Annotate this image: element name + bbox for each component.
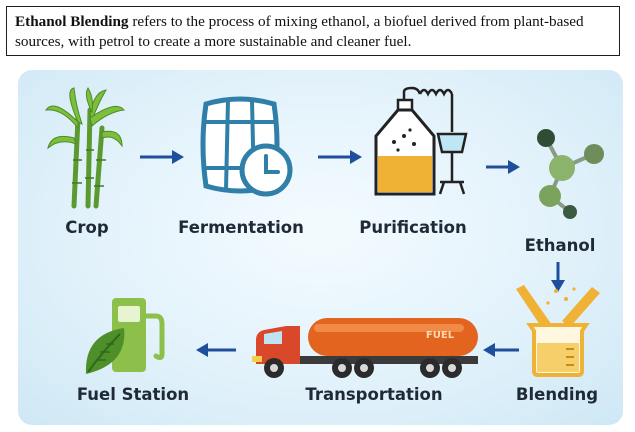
arrow-left-icon	[196, 343, 236, 357]
arrow-right-icon	[486, 160, 520, 174]
arrow-down-icon	[551, 262, 565, 292]
distillation-icon	[374, 86, 468, 196]
arrow-right-icon	[318, 150, 362, 164]
beaker-icon	[516, 285, 600, 377]
barrel-clock-icon	[200, 96, 293, 197]
definition-text: refers to the process of mixing ethanol,…	[15, 13, 584, 50]
step-label-crop: Crop	[65, 218, 109, 237]
step-label-fermentation: Fermentation	[178, 218, 304, 237]
step-label-purification: Purification	[359, 218, 467, 237]
definition-term: Ethanol Blending	[15, 13, 129, 30]
step-label-ethanol: Ethanol	[524, 236, 596, 255]
step-label-transportation: Transportation	[305, 385, 443, 404]
definition-box: Ethanol Blending refers to the process o…	[6, 6, 620, 56]
arrow-right-icon	[140, 150, 184, 164]
fuel-pump-leaf-icon	[85, 298, 165, 374]
molecule-icon	[537, 129, 604, 219]
step-label-blending: Blending	[515, 385, 599, 404]
arrow-left-icon	[483, 343, 519, 357]
tank-label: FUEL	[426, 330, 455, 341]
sugarcane-icon	[44, 87, 125, 209]
step-label-fuel-station: Fuel Station	[76, 385, 190, 404]
tanker-truck-icon: FUEL	[252, 318, 478, 378]
